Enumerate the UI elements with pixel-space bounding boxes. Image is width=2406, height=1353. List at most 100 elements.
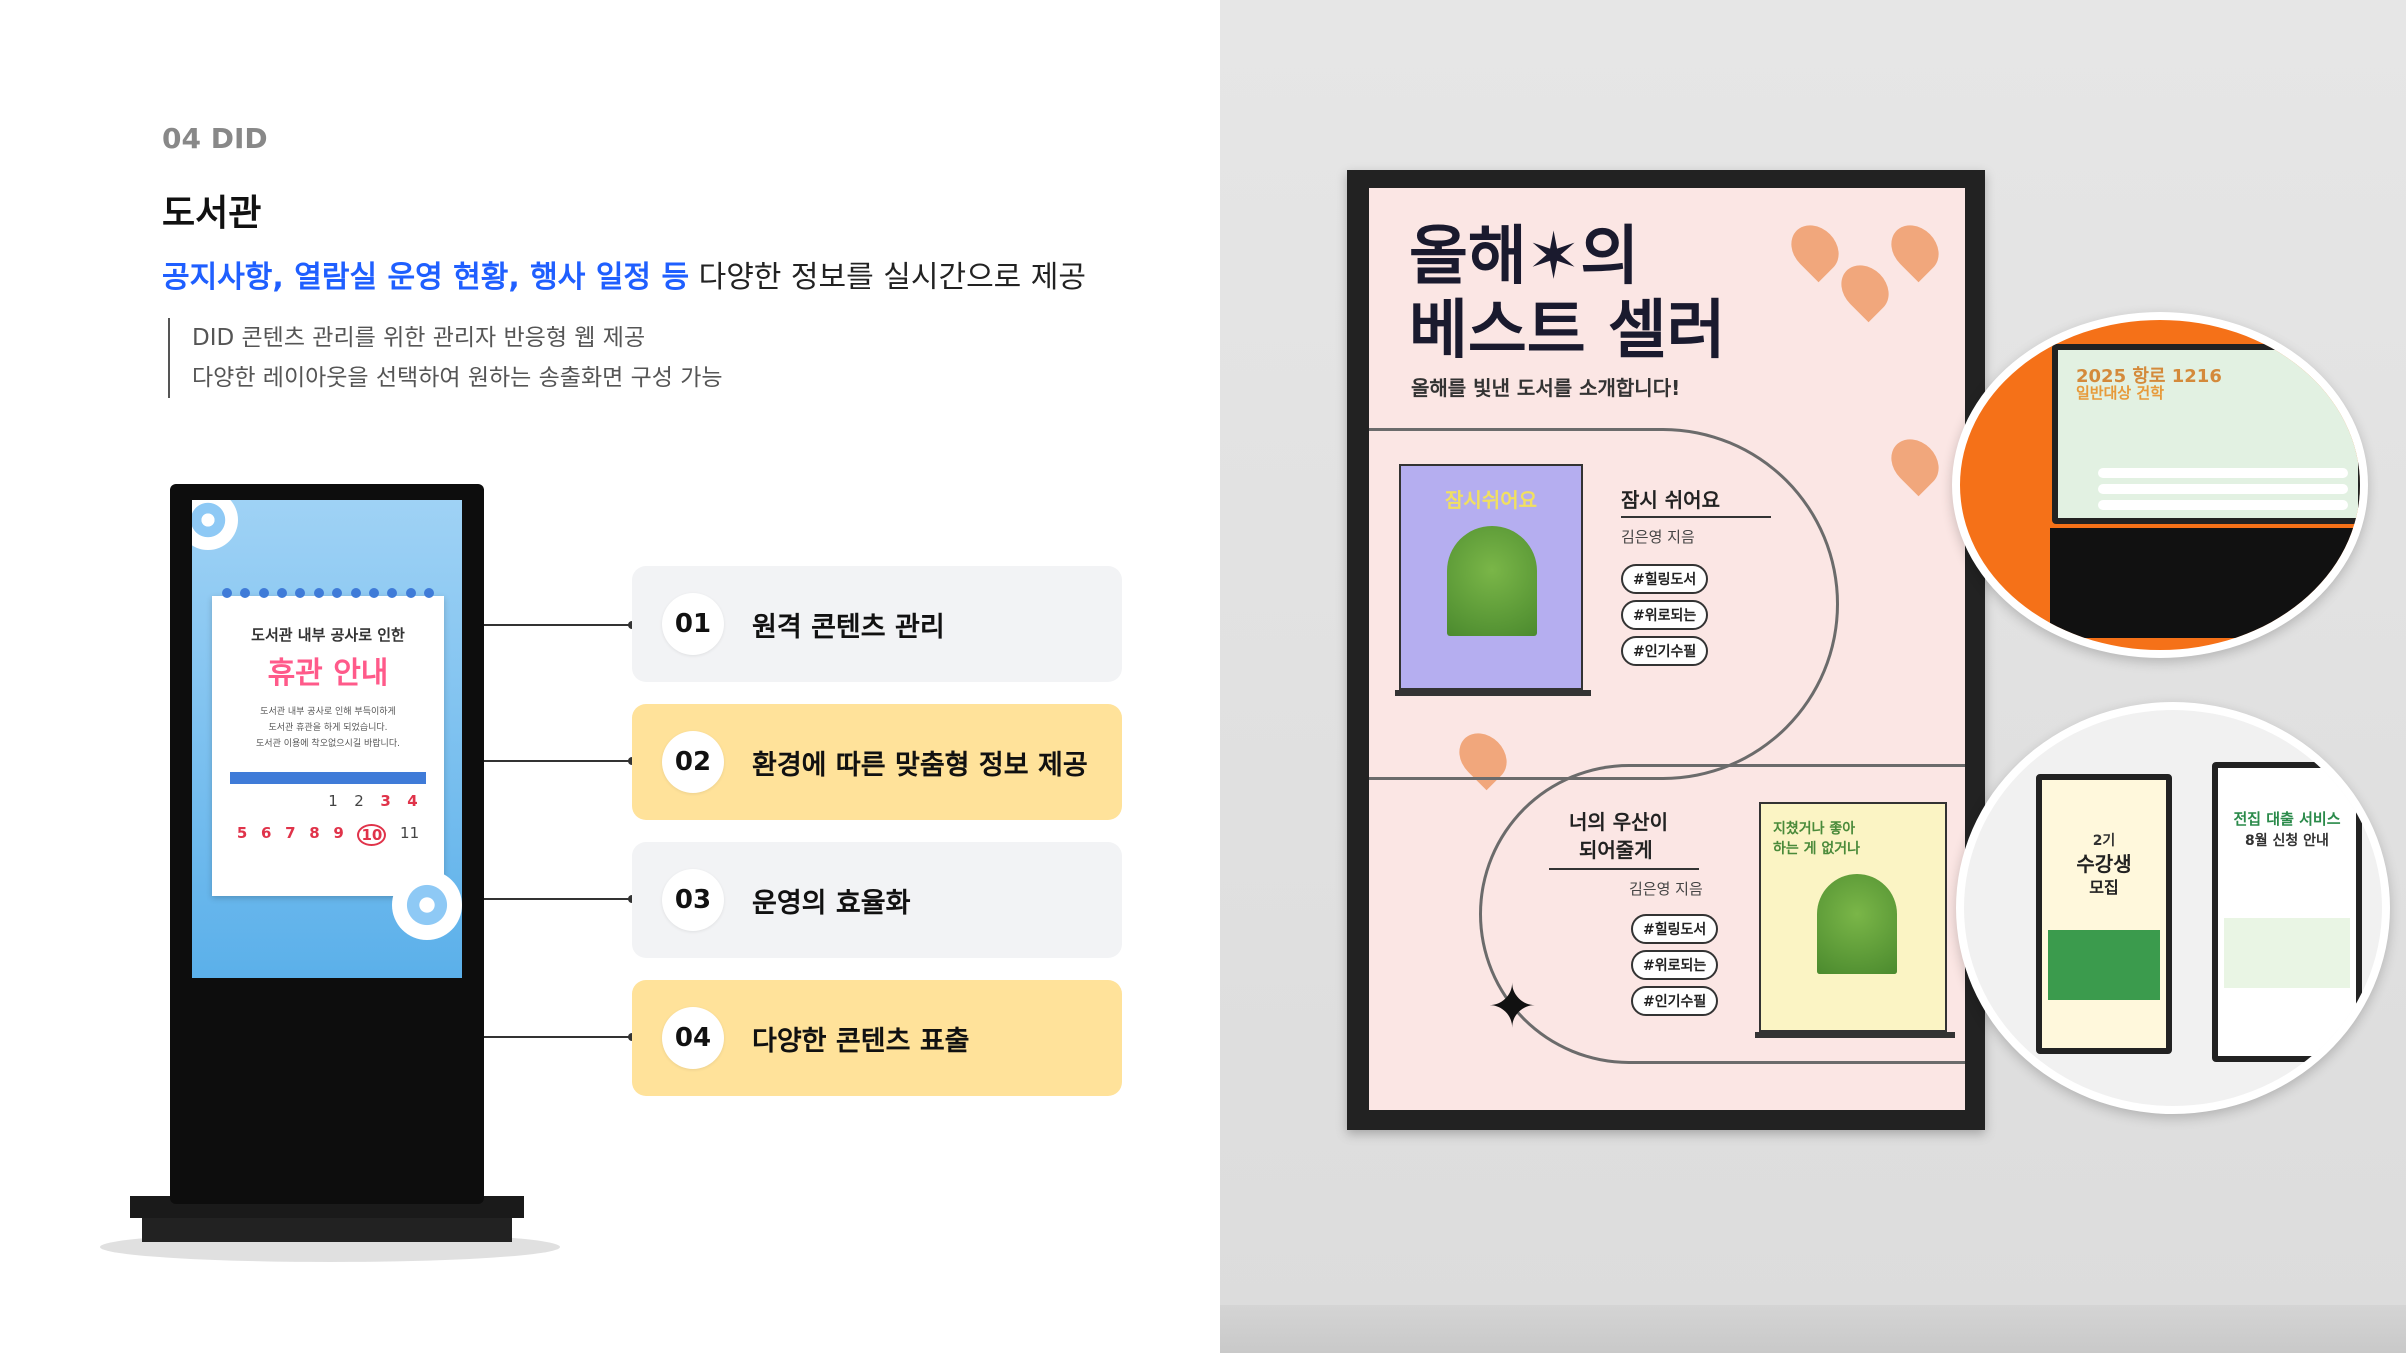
- book-tag: #인기수필: [1631, 986, 1719, 1016]
- left-panel: 04 DID 도서관 공지사항, 열람실 운영 현황, 행사 일정 등 다양한 …: [100, 122, 1122, 1262]
- feature-label: 원격 콘텐츠 관리: [752, 611, 945, 643]
- headline-highlight: 공지사항, 열람실 운영 현황, 행사 일정 등: [162, 260, 690, 295]
- feature-label: 운영의 효율화: [752, 887, 911, 919]
- calendar-day: 11: [400, 824, 420, 842]
- feature-label: 다양한 콘텐츠 표출: [752, 1025, 970, 1057]
- ginkgo-leaf-icon: [1881, 429, 1949, 497]
- book-tag: #위로되는: [1621, 600, 1709, 630]
- book-cover: 잠시쉬어요: [1399, 464, 1583, 690]
- bestseller-poster: 올해✶의 베스트 셀러 올해를 빛낸 도서를 소개합니다! 잠시쉬어요 잠시 쉬…: [1369, 188, 1965, 1110]
- feature-number: 03: [662, 869, 724, 931]
- book-tag: #인기수필: [1621, 636, 1709, 666]
- mini-display-stand: [2050, 528, 2360, 638]
- track-line: [1479, 764, 1965, 1064]
- calendar-day-highlight: 10: [357, 824, 387, 846]
- mini-display-text: 2기: [2092, 833, 2116, 849]
- book-title: 잠시 쉬어요: [1621, 488, 1720, 512]
- headline: 공지사항, 열람실 운영 현황, 행사 일정 등 다양한 정보를 실시간으로 제…: [162, 252, 1086, 296]
- feature-label: 환경에 따른 맞춤형 정보 제공: [752, 749, 1088, 781]
- section-tag: 04 DID: [162, 122, 268, 155]
- book-tag: #힐링도서: [1631, 914, 1719, 944]
- notice-title: 휴관 안내: [267, 656, 389, 691]
- connector-line: [484, 1036, 634, 1038]
- calendar-day: 9: [333, 824, 344, 842]
- feature-number: 01: [662, 593, 724, 655]
- divider: [1621, 516, 1771, 518]
- book-cover-title: 지쳤거나 좋아하는 게 없거나: [1773, 821, 1861, 857]
- book-author: 김은영 지음: [1621, 528, 1695, 546]
- detail-circle-grey: 2기 수강생 모집 전집 대출 서비스 8월 신청 안내: [1956, 702, 2390, 1114]
- mini-display: 2기 수강생 모집: [2036, 774, 2172, 1054]
- poster-frame: 올해✶의 베스트 셀러 올해를 빛낸 도서를 소개합니다! 잠시쉬어요 잠시 쉬…: [1347, 170, 1985, 1130]
- mini-display: 전집 대출 서비스 8월 신청 안내: [2212, 762, 2362, 1062]
- notice-line: 도서관 휴관을 하게 되었습니다.: [268, 723, 388, 733]
- calendar-day: 3: [380, 792, 391, 810]
- ginkgo-leaf-icon: [1781, 215, 1849, 283]
- detail-circle-orange: 2025 항로 1216 일반대상 건학: [1952, 312, 2368, 658]
- headline-rest: 다양한 정보를 실시간으로 제공: [689, 260, 1087, 295]
- closure-notice: 도서관 내부 공사로 인한 휴관 안내 도서관 내부 공사로 인해 부득이하게 …: [212, 588, 444, 896]
- kiosk-screen: 도서관 내부 공사로 인한 휴관 안내 도서관 내부 공사로 인해 부득이하게 …: [192, 500, 462, 978]
- mini-display: 2025 항로 1216 일반대상 건학: [2052, 344, 2360, 524]
- notice-heading: 도서관 내부 공사로 인한: [251, 626, 405, 644]
- calendar-day: 2: [354, 792, 364, 810]
- calendar-row: 1 2 3 4: [230, 792, 426, 810]
- flower-icon: [392, 870, 462, 940]
- notice-line: 도서관 내부 공사로 인해 부득이하게: [260, 707, 396, 717]
- floor: [1220, 1305, 2406, 1353]
- feature-number: 04: [662, 1007, 724, 1069]
- book-shelf: [1755, 1032, 1955, 1038]
- calendar-day: 5: [236, 824, 248, 842]
- kiosk-device: 도서관 내부 공사로 인한 휴관 안내 도서관 내부 공사로 인해 부득이하게 …: [170, 484, 484, 1204]
- calendar-day: 4: [407, 792, 418, 810]
- bullet-list: DID 콘텐츠 관리를 위한 관리자 반응형 웹 제공 다양한 레이아웃을 선택…: [168, 318, 723, 398]
- poster-title-line: 올해✶의: [1409, 220, 1640, 294]
- feature-card-03: 03 운영의 효율화: [632, 842, 1122, 958]
- mini-display-title: 2025 항로 1216: [2076, 366, 2222, 387]
- poster-title-line: 베스트 셀러: [1409, 294, 1726, 368]
- sparkle-icon: ✦: [1487, 972, 1538, 1042]
- book-cover: 지쳤거나 좋아하는 게 없거나: [1759, 802, 1947, 1032]
- info-bar: [2098, 468, 2348, 478]
- poster-subtitle: 올해를 빛낸 도서를 소개합니다!: [1411, 376, 1681, 400]
- mini-display-text: 전집 대출 서비스: [2233, 810, 2341, 828]
- binder-rings: [222, 588, 434, 602]
- tree-image: [1447, 526, 1537, 636]
- poster-title: 올해✶의 베스트 셀러: [1409, 220, 1726, 368]
- book-author: 김은영 지음: [1629, 880, 1703, 898]
- feature-card-02: 02 환경에 따른 맞춤형 정보 제공: [632, 704, 1122, 820]
- mini-display-subtitle: 일반대상 건학: [2076, 384, 2165, 402]
- ginkgo-leaf-icon: [1881, 215, 1949, 283]
- calendar-day: 8: [309, 824, 320, 842]
- info-panel: [2224, 918, 2350, 988]
- calendar-day: 1: [328, 792, 338, 810]
- mini-display-text: 8월 신청 안내: [2245, 833, 2329, 849]
- book-tag: #위로되는: [1631, 950, 1719, 980]
- calendar-row: 5 6 7 8 9 10 11: [230, 824, 426, 846]
- flower-icon: [192, 500, 238, 550]
- info-panel: [2048, 930, 2160, 1000]
- bullet-item: DID 콘텐츠 관리를 위한 관리자 반응형 웹 제공: [192, 325, 646, 351]
- ginkgo-leaf-icon: [1831, 255, 1899, 323]
- book-shelf: [1395, 690, 1591, 696]
- notice-line: 도서관 이용에 착오없으시길 바랍니다.: [256, 739, 400, 749]
- page-title: 도서관: [162, 193, 262, 234]
- feature-card-04: 04 다양한 콘텐츠 표출: [632, 980, 1122, 1096]
- mini-display-text: 모집: [2089, 878, 2119, 897]
- book-title: 너의 우산이: [1569, 810, 1668, 834]
- book-cover-title: 잠시쉬어요: [1445, 488, 1537, 512]
- book-tag: #힐링도서: [1621, 564, 1709, 594]
- calendar-day: 7: [285, 824, 296, 842]
- bullet-item: 다양한 레이아웃을 선택하여 원하는 송출화면 구성 가능: [192, 365, 723, 391]
- info-bar: [2098, 484, 2348, 494]
- info-bar: [2098, 500, 2348, 510]
- connector-line: [484, 760, 634, 762]
- notice-body: 도서관 내부 공사로 인해 부득이하게 도서관 휴관을 하게 되었습니다. 도서…: [212, 704, 444, 752]
- calendar-day: 6: [260, 824, 272, 842]
- connector-line: [484, 624, 634, 626]
- calendar-header: [230, 772, 426, 784]
- feature-number: 02: [662, 731, 724, 793]
- connector-line: [484, 898, 634, 900]
- book-title: 되어줄게: [1579, 838, 1653, 862]
- tree-image: [1817, 874, 1897, 974]
